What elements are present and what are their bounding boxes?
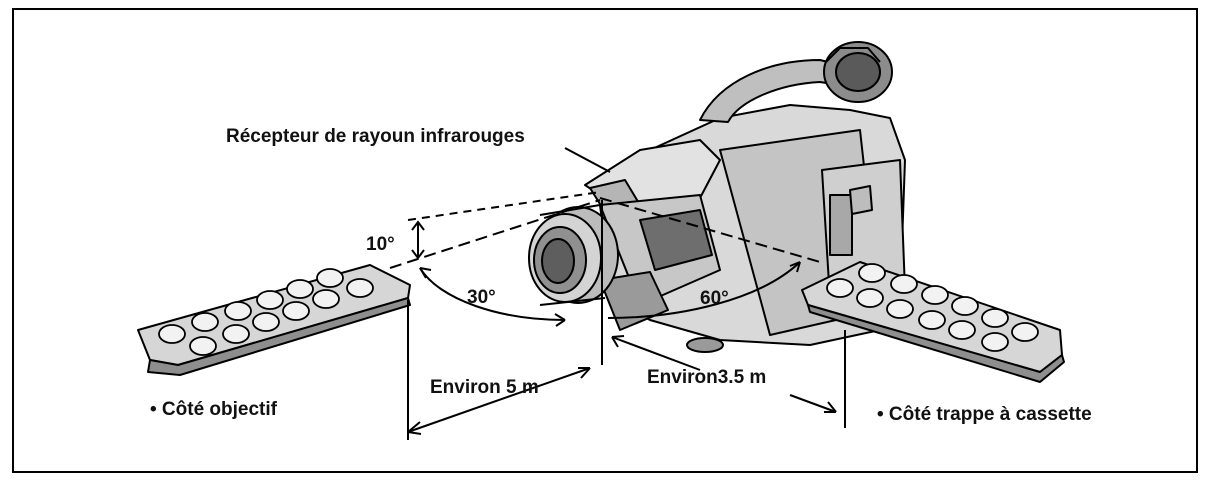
receiver-label: Récepteur de rayoun infrarouges: [226, 126, 525, 147]
angle-10-label: 10°: [366, 234, 395, 255]
angle-60-label: 60°: [700, 288, 729, 309]
cassette-side-caption: • Côté trappe à cassette: [877, 404, 1092, 425]
distance-5m-label: Environ 5 m: [430, 377, 539, 398]
reception-range-lines: [389, 147, 846, 440]
remote-control-left: [137, 264, 411, 376]
angle-30-label: 30°: [467, 287, 496, 308]
camcorder-illustration: [528, 41, 906, 353]
lens-side-caption: • Côté objectif: [150, 399, 277, 420]
remote-control-right: [801, 261, 1065, 383]
distance-3-5m-label: Environ3.5 m: [647, 367, 767, 388]
